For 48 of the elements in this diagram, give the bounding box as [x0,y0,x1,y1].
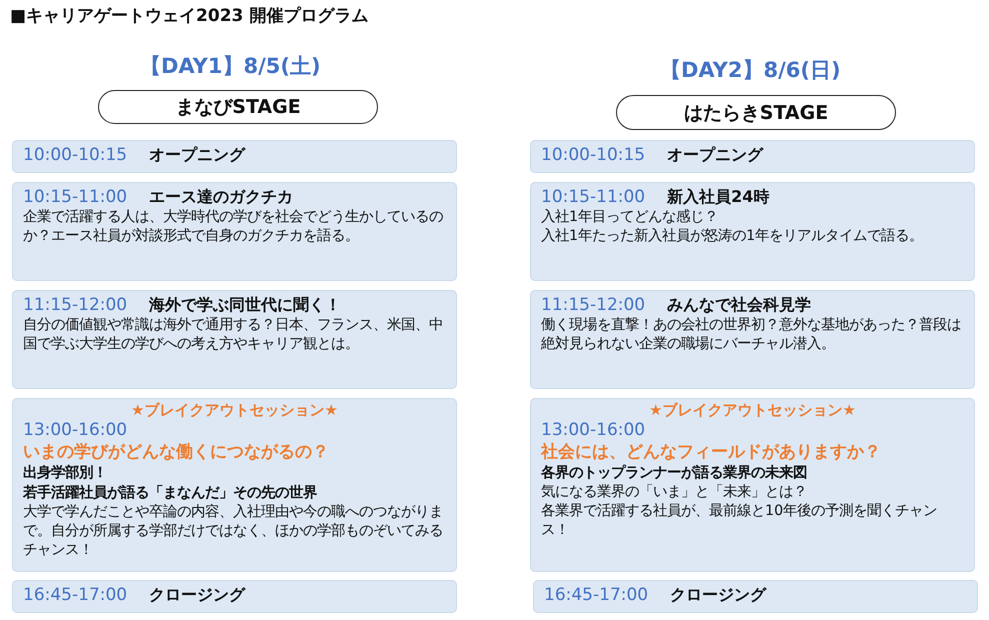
session-time: 10:00-10:15 [23,145,128,165]
stage-pill: はたらきSTAGE [616,95,896,130]
session-time: 13:00-16:00 [23,420,128,440]
session-description: 各業界で活躍する社員が、最前線と10年後の予測を聞くチャンス！ [541,502,938,540]
session-title: 新入社員24時 [667,187,770,208]
session-box [12,398,457,572]
session-time: 16:45-17:00 [23,585,128,605]
session-description: 入社1年目ってどんな感じ？ [541,208,720,227]
session-description: 企業で活躍する人は、大学時代の学びを社会でどう生かしているのか？エース社員が対談形式で自身のガクチカを語る。 [23,208,444,246]
breakout-label: ★ブレイクアウトセッション★ [648,401,857,420]
session-time: 10:15-11:00 [541,187,646,207]
session-title: いまの学びがどんな働くにつながるの？ [23,441,330,463]
session-subtitle: 出身学部別！ [23,464,108,483]
session-title: クロージング [149,585,246,606]
session-title: 社会には、どんなフィールドがありますか？ [541,441,882,463]
session-subtitle: 若手活躍社員が語る「まなんだ」その先の世界 [23,484,318,503]
session-box [530,140,975,173]
session-description: 大学で学んだことや卒論の内容、入社理由や今の職へのつながりまで。自分が所属する学部だけではなく、ほかの学部ものぞいてみるチャンス！ [23,503,444,560]
session-time: 11:15-12:00 [541,295,646,315]
session-time: 11:15-12:00 [23,295,128,315]
stage-pill: まなびSTAGE [98,90,378,124]
session-time: 16:45-17:00 [544,585,648,605]
session-box [530,398,975,572]
session-description: 自分の価値観や常識は海外で通用する？日本、フランス、米国、中国で学ぶ大学生の学びへの考え方やキャリア観とは。 [23,316,444,354]
session-title: 海外で学ぶ同世代に聞く！ [149,295,342,316]
page-title: ■キャリアゲートウェイ2023 開催プログラム [10,5,368,27]
day-heading: 【DAY1】8/5(土) [140,53,321,80]
session-box [533,580,978,613]
session-description: 気になる業界の「いま」と「未来」とは？ [541,483,808,502]
session-title: みんなで社会科見学 [667,295,812,316]
session-box [530,290,975,389]
session-box [12,140,457,173]
session-description: 入社1年たった新入社員が怒涛の1年をリアルタイムで語る。 [541,227,924,246]
session-box [530,182,975,281]
session-time: 13:00-16:00 [541,420,646,440]
session-title: クロージング [670,585,766,606]
session-subtitle: 各界のトップランナーが語る業界の未来図 [541,464,808,483]
session-box [12,580,457,613]
day-heading: 【DAY2】8/6(日) [660,57,841,84]
session-time: 10:00-10:15 [541,145,646,165]
session-time: 10:15-11:00 [23,187,128,207]
session-title: オープニング [149,145,246,166]
session-title: オープニング [667,145,764,166]
session-box [12,290,457,389]
session-title: エース達のガクチカ [149,187,294,208]
session-box [12,182,457,281]
session-description: 働く現場を直撃！あの会社の世界初？意外な基地があった？普段は絶対見られない企業の職場にバーチャル潜入。 [541,316,962,354]
breakout-label: ★ブレイクアウトセッション★ [130,401,339,420]
